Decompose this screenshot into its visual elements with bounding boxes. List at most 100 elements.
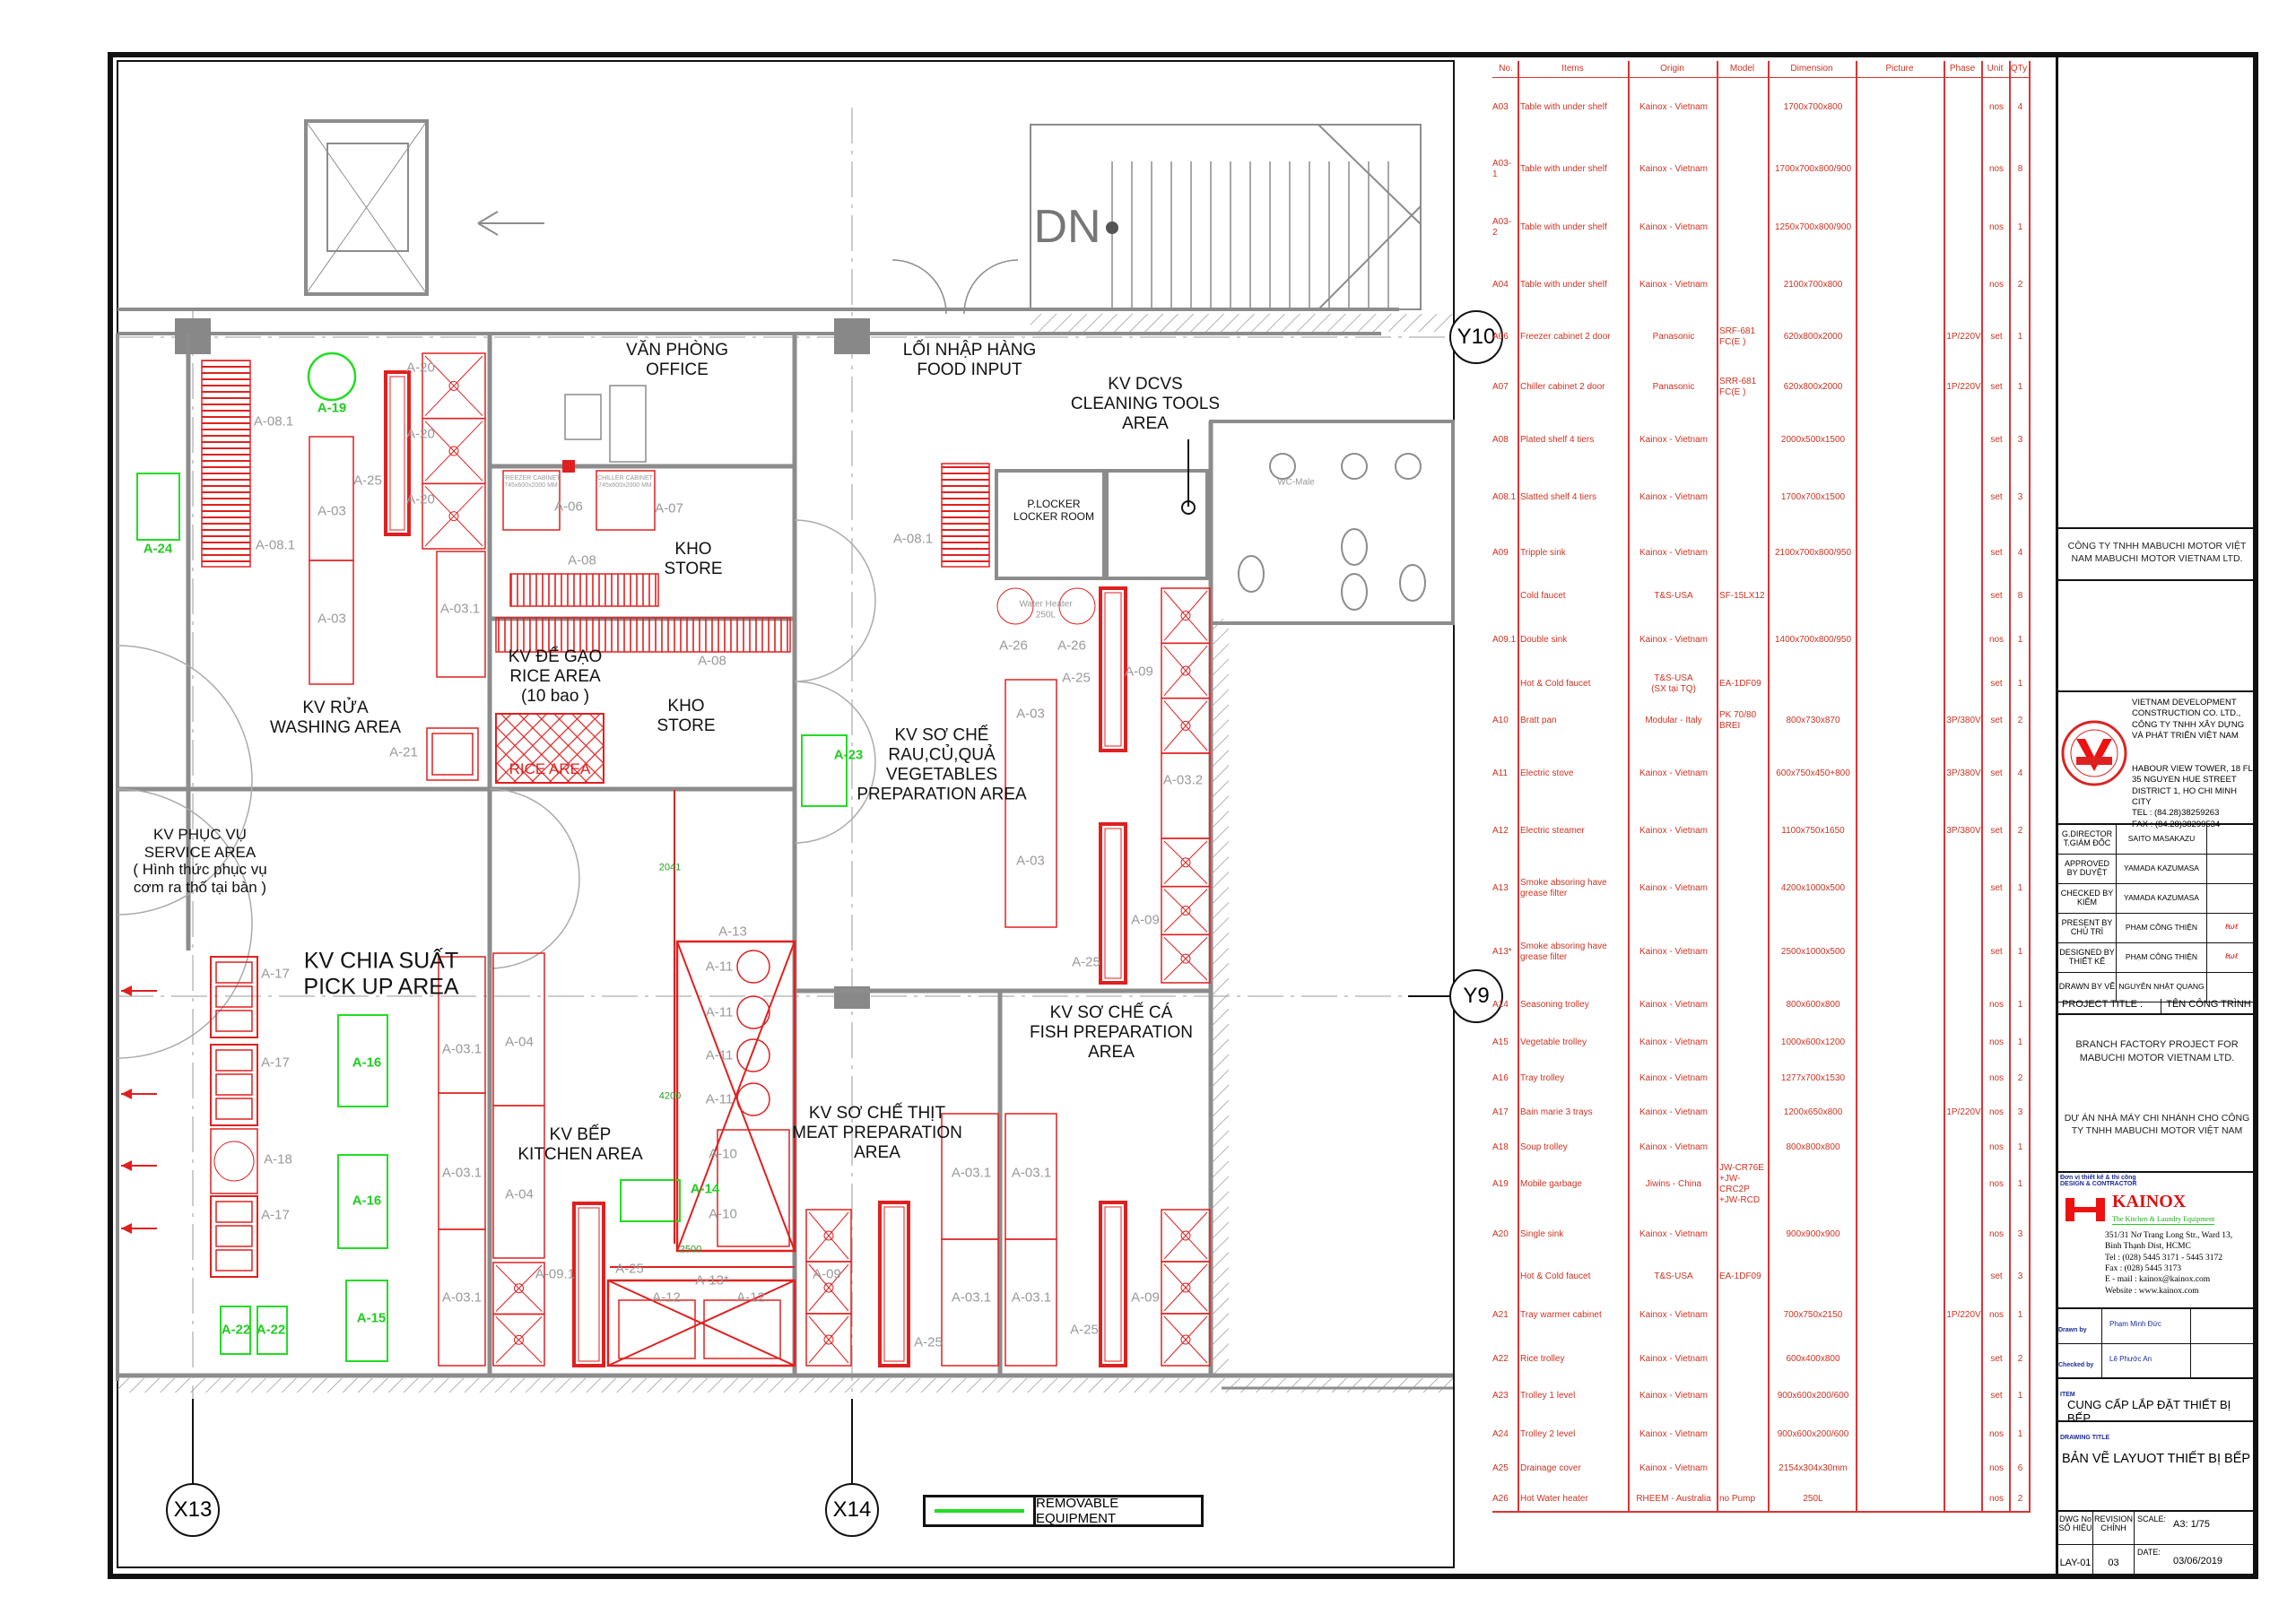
- door-swing: [117, 645, 253, 916]
- signature-cell: [2207, 884, 2256, 913]
- table-cell-item: Single sink: [1520, 1229, 1564, 1239]
- table-cell-origin: Kainox - Vietnam: [1639, 1142, 1708, 1152]
- equipment-tag: A-20: [406, 491, 435, 508]
- table-cell-unit: nos: [1988, 1037, 2005, 1047]
- table-cell-no: A25: [1492, 1463, 1509, 1473]
- table-cell-dim: 600x400x800: [1786, 1354, 1840, 1364]
- hatched-wall: [1211, 619, 1229, 1376]
- table-cell-dim: 2100x700x800: [1783, 280, 1843, 290]
- table-cell-origin: Kainox - Vietnam: [1639, 1463, 1708, 1473]
- equipment-tag: A-17: [261, 966, 290, 982]
- staff-name: PHẠM CÔNG THIỆN: [2117, 943, 2207, 972]
- table-cell-unit: nos: [1988, 1107, 2005, 1117]
- table-cell-qty: 4: [2017, 548, 2023, 558]
- table-cell-unit: nos: [1988, 1179, 2005, 1189]
- soup-pot: [213, 1141, 255, 1182]
- double-sink-a09-1-x: [495, 1316, 543, 1364]
- table-cell-unit: nos: [1988, 164, 2005, 174]
- bain-marie-tray: [215, 1049, 253, 1072]
- table-cell-origin: Kainox - Vietnam: [1639, 492, 1708, 502]
- stair-landing: [1318, 124, 1422, 225]
- drainage-cover-a25: [384, 370, 411, 536]
- door-swing: [794, 519, 876, 682]
- table-cell-qty: 1: [2017, 635, 2023, 645]
- table-cell-no: A24: [1492, 1429, 1509, 1439]
- staff-name: SAITO MASAKAZU: [2117, 825, 2207, 854]
- electric-steamer-a12: [703, 1299, 781, 1359]
- drawing-title-label: DRAWING TITLE: [2060, 1435, 2110, 1441]
- tripple-sink-a09-x: [1163, 700, 1208, 751]
- table-a03: [309, 436, 354, 561]
- table-a03: [309, 560, 354, 685]
- table-cell-origin: Kainox - Vietnam: [1639, 1107, 1708, 1117]
- tripple-sink-a09-drain-icon: [823, 1230, 834, 1241]
- area-label-service: KV PHỤC VỤ SERVICE AREA ( Hình thức phục…: [133, 825, 267, 896]
- area-label-fish: KV SƠ CHẾ CÁ FISH PREPARATION AREA: [1030, 1003, 1193, 1062]
- table-cell-qty: 2: [2017, 1073, 2023, 1083]
- table-cell-origin: Kainox - Vietnam: [1639, 1037, 1708, 1047]
- drainage-cover-a25-grate: [578, 1207, 600, 1362]
- item-value: CUNG CẤP LẮP ĐẶT THIẾT BỊ BẾP: [2067, 1398, 2231, 1425]
- equipment-tag: A-25: [1062, 670, 1091, 686]
- bain-marie-tray: [215, 1098, 253, 1120]
- stair-down-label: DN: [1033, 201, 1101, 254]
- table-cell-phase: 1P/220V: [1946, 382, 1981, 392]
- equipment-tag: A-20: [406, 426, 435, 442]
- tray-warmer-a21: [426, 727, 479, 781]
- table-cell-origin: Kainox - Vietnam: [1639, 280, 1708, 290]
- equipment-tag: A-19: [317, 400, 347, 416]
- table-a04: [492, 952, 545, 1107]
- table-cell-no: A08.1: [1492, 492, 1517, 502]
- column: [834, 318, 870, 354]
- table-cell-unit: nos: [1988, 1463, 2005, 1473]
- door-swing: [489, 788, 580, 969]
- table-cell-model: PK 70/80 BREI: [1719, 710, 1757, 731]
- table-a03-1: [941, 1238, 999, 1367]
- table-cell-qty: 3: [2017, 1271, 2023, 1281]
- table-header-no: No.: [1499, 64, 1513, 74]
- table-cell-unit: set: [1990, 1354, 2003, 1364]
- wc-fixture-icon: [1269, 453, 1296, 480]
- rice-trolley-a22: [257, 1306, 288, 1355]
- consultant-address: HABOUR VIEW TOWER, 18 FL 35 NGUYEN HUE S…: [2132, 764, 2253, 829]
- table-cell-dim: 700x750x2150: [1783, 1310, 1843, 1320]
- table-cell-qty: 2: [2017, 826, 2023, 836]
- table-cell-item: Smoke absoring have grease filter: [1520, 878, 1607, 898]
- elevator-cross: [305, 120, 428, 295]
- table-cell-no: A09.1: [1492, 635, 1517, 645]
- table-cell-unit: nos: [1988, 1073, 2005, 1083]
- equipment-tag: A-26: [999, 638, 1028, 654]
- staff-role: DRAWN BY VẼ: [2058, 973, 2117, 1002]
- tripple-sink-a09-drain-icon: [1180, 1230, 1191, 1241]
- table-cell-qty: 1: [2017, 1000, 2023, 1010]
- table-cell-item: Plated shelf 4 tiers: [1520, 435, 1595, 445]
- project-title-en: BRANCH FACTORY PROJECT FOR MABUCHI MOTOR…: [2075, 1039, 2239, 1063]
- double-sink-a09-1-drain-icon: [514, 1334, 524, 1345]
- table-cell-no: A03-2: [1492, 217, 1512, 238]
- equipment-tag: 2041: [658, 862, 682, 873]
- table-a03-1: [438, 1092, 486, 1230]
- locker-room: [995, 469, 1106, 580]
- staff-name: YAMADA KAZUMASA: [2117, 884, 2207, 913]
- drainage-cover-a25-grate: [1104, 1206, 1122, 1362]
- contractor-label: Đơn vị thiết kế & thi công DESIGN & CONT…: [2060, 1175, 2137, 1187]
- table-cell-item: Cold faucet: [1520, 591, 1566, 601]
- table-cell-item: Rice trolley: [1520, 1354, 1565, 1364]
- bain-marie-tray: [215, 1073, 253, 1096]
- equipment-tag: A-03.1: [439, 601, 481, 617]
- table-cell-unit: set: [1990, 679, 2003, 689]
- table-cell-dim: 600x750x450+800: [1776, 768, 1850, 778]
- bain-marie-tray: [215, 961, 253, 984]
- table-cell-qty: 1: [2017, 1142, 2023, 1152]
- direction-arrow-icon: [477, 222, 499, 236]
- table-cell-origin: Kainox - Vietnam: [1639, 1229, 1708, 1239]
- door-swing: [891, 259, 1019, 315]
- bain-marie-tray: [215, 1249, 253, 1271]
- table-cell-unit: nos: [1988, 102, 2005, 112]
- table-cell-item: Trolley 1 level: [1520, 1391, 1576, 1401]
- table-cell-item: Mobile garbage: [1520, 1179, 1582, 1189]
- bain-marie-a17: [210, 956, 258, 1038]
- drainage-cover-a25: [1099, 1201, 1127, 1367]
